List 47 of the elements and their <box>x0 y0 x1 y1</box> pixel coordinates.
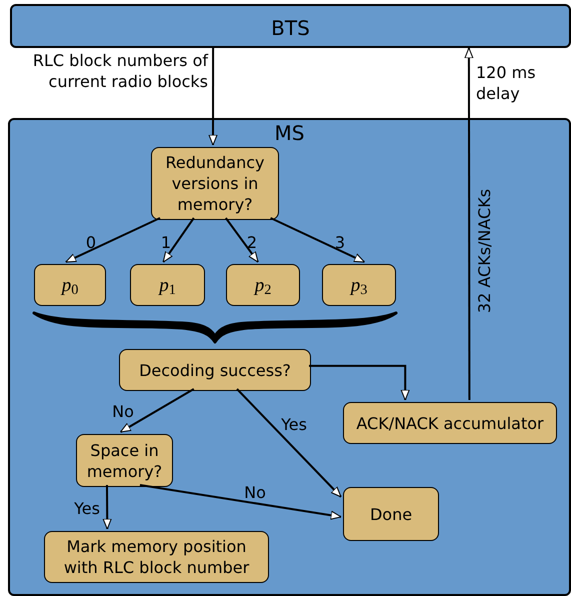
edge-label: 3 <box>334 232 346 252</box>
edge-label: Yes <box>280 414 308 434</box>
node-title: BTS <box>270 15 311 42</box>
node-text: ACK/NACK accumulator <box>355 412 545 434</box>
arrow <box>236 388 342 498</box>
edge-label: 32 ACKs/NACKs <box>474 188 494 316</box>
node-text: Space in memory? <box>86 440 164 482</box>
arrow <box>225 217 259 263</box>
process-box <box>34 264 106 306</box>
arrow <box>464 48 474 400</box>
edge-label: Yes <box>73 498 101 518</box>
node-text: p$_{3}$ <box>348 274 368 296</box>
edge-label: 2 <box>246 232 258 252</box>
node-text: Redundancy versions in memory? <box>164 152 266 215</box>
arrow <box>140 484 342 520</box>
edge-label: No <box>243 482 267 502</box>
arrow <box>208 48 218 146</box>
node-text: p$_{0}$ <box>60 274 80 296</box>
arrow <box>102 485 112 530</box>
node-title: MS <box>274 120 306 147</box>
arrow <box>65 217 160 263</box>
note-text: 120 ms delay <box>476 62 537 104</box>
process-box <box>119 349 311 391</box>
node-text: Done <box>368 504 414 524</box>
node-text: Mark memory position with RLC block number <box>62 536 250 578</box>
station-box <box>10 4 571 48</box>
arrow <box>270 217 365 263</box>
process-box <box>226 264 300 306</box>
process-box <box>343 402 557 444</box>
arrow <box>162 217 195 263</box>
process-box <box>44 531 269 583</box>
node-text: p$_{2}$ <box>252 274 272 296</box>
process-box <box>151 147 279 220</box>
process-box <box>343 487 439 541</box>
node-text: p$_{1}$ <box>157 274 177 296</box>
edge-label: No <box>111 401 135 421</box>
arrow <box>120 388 194 433</box>
mobile-station-box <box>8 118 571 596</box>
edge-label: RLC block numbers of current radio blocks <box>32 50 208 93</box>
node-text: Decoding success? <box>138 360 292 380</box>
edge-label: 1 <box>160 232 172 252</box>
process-box <box>322 264 396 306</box>
process-box <box>130 264 205 306</box>
curly-brace <box>32 310 398 344</box>
arrow <box>309 364 410 400</box>
edge-label: 0 <box>84 232 98 252</box>
process-box <box>76 434 173 487</box>
